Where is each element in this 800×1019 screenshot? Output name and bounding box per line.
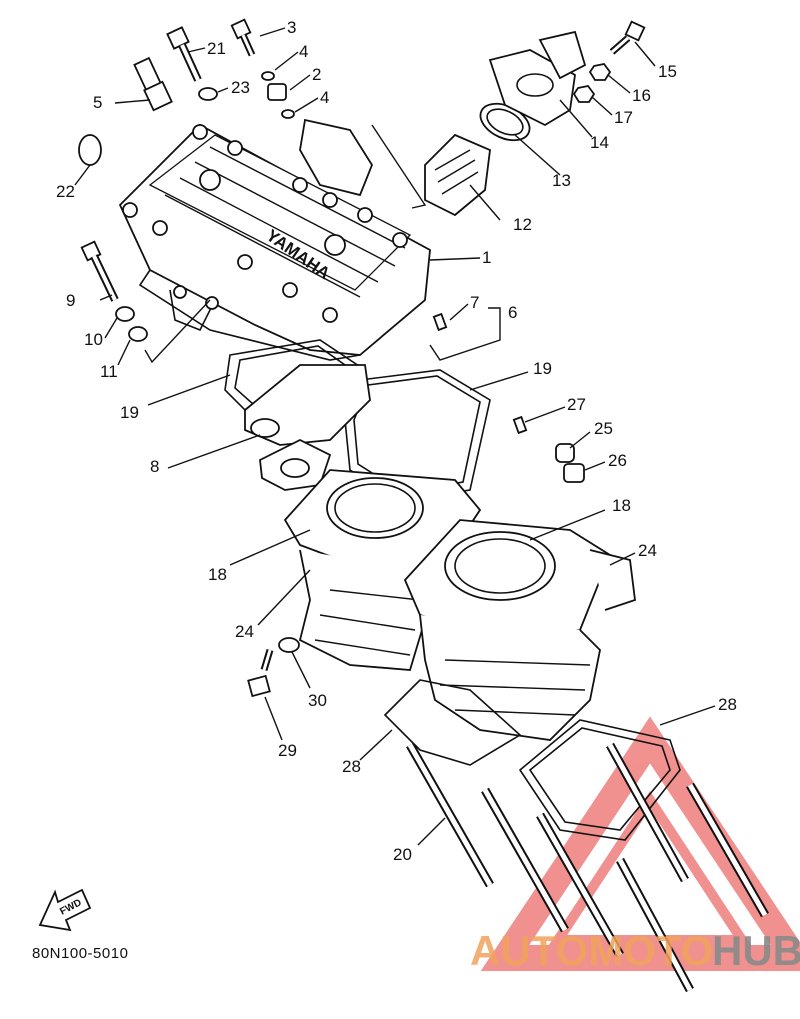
- callout-24b: 24: [638, 541, 657, 560]
- washer-11: [128, 326, 148, 342]
- watermark-logo: AUTOMOTO HUB: [470, 927, 800, 974]
- callout-20: 20: [393, 845, 412, 864]
- callout-13: 13: [552, 171, 571, 190]
- nut-26: [563, 463, 585, 483]
- dowel-7: [432, 312, 448, 332]
- callout-3: 3: [287, 18, 296, 37]
- callout-26: 26: [608, 451, 627, 470]
- washer-23: [198, 87, 218, 101]
- callout-18a: 18: [208, 565, 227, 584]
- callout-27: 27: [567, 395, 586, 414]
- bolt-9: [80, 240, 119, 302]
- watermark-part2: HUB: [712, 927, 800, 974]
- callout-28b: 28: [718, 695, 737, 714]
- callout-30: 30: [308, 691, 327, 710]
- bolt-29: [247, 648, 274, 698]
- callout-2: 2: [312, 65, 321, 84]
- washer-17: [572, 85, 596, 103]
- callout-4a: 4: [299, 42, 308, 61]
- plug-2: [267, 83, 287, 101]
- washer-30: [278, 637, 300, 653]
- callout-19b: 19: [533, 359, 552, 378]
- callout-19a: 19: [120, 403, 139, 422]
- callout-17: 17: [614, 108, 633, 127]
- callout-7: 7: [470, 293, 479, 312]
- callout-18b: 18: [612, 496, 631, 515]
- callout-16: 16: [632, 86, 651, 105]
- callout-11: 11: [100, 362, 118, 381]
- oring-4b: [281, 109, 295, 119]
- bolt-15: [609, 20, 646, 55]
- callout-4b: 4: [320, 88, 329, 107]
- watermark-part1: AUTOMOTO: [470, 927, 713, 974]
- thermostat-12: [424, 133, 491, 217]
- callout-25: 25: [594, 419, 613, 438]
- forward-arrow-icon: FWD: [38, 888, 92, 932]
- callout-1: 1: [482, 248, 491, 267]
- callout-9: 9: [66, 291, 75, 310]
- cylinder-head: YAMAHA: [118, 118, 431, 361]
- dowel-27: [512, 415, 528, 435]
- callout-29: 29: [278, 741, 297, 760]
- cylinder-left: [283, 469, 482, 671]
- bolt-21: [166, 26, 202, 82]
- base-gasket-right: [518, 719, 681, 841]
- oring-4a: [261, 71, 275, 81]
- collar-25: [555, 443, 575, 463]
- leader-lines: [74, 27, 716, 846]
- callout-23: 23: [231, 78, 250, 97]
- stud-bolts: [406, 742, 769, 993]
- callout-6: 6: [508, 303, 517, 322]
- callout-numbers: 1 2 3 4 4 5 6 7 8 9 10 11 12 13 14 15 16…: [56, 18, 737, 864]
- callout-22: 22: [56, 182, 75, 201]
- callout-12: 12: [513, 215, 532, 234]
- callout-5: 5: [93, 93, 102, 112]
- watermark-triangle-icon: [480, 716, 800, 971]
- callout-21: 21: [207, 39, 226, 58]
- callout-14: 14: [590, 133, 609, 152]
- temp-sensor-5: [133, 56, 173, 112]
- bolt-3: [230, 18, 256, 57]
- callout-10: 10: [84, 330, 103, 349]
- thermostat-cover-14: [488, 30, 587, 127]
- nut-16: [588, 63, 612, 81]
- callout-8: 8: [150, 457, 159, 476]
- cylinder-right: [403, 519, 636, 741]
- callout-24a: 24: [235, 622, 254, 641]
- callout-28a: 28: [342, 757, 361, 776]
- bolt-22: [78, 134, 102, 166]
- callout-15: 15: [658, 62, 677, 81]
- washer-10: [115, 306, 135, 322]
- part-code: 80N100-5010: [32, 945, 128, 962]
- base-gasket-left: [383, 679, 522, 766]
